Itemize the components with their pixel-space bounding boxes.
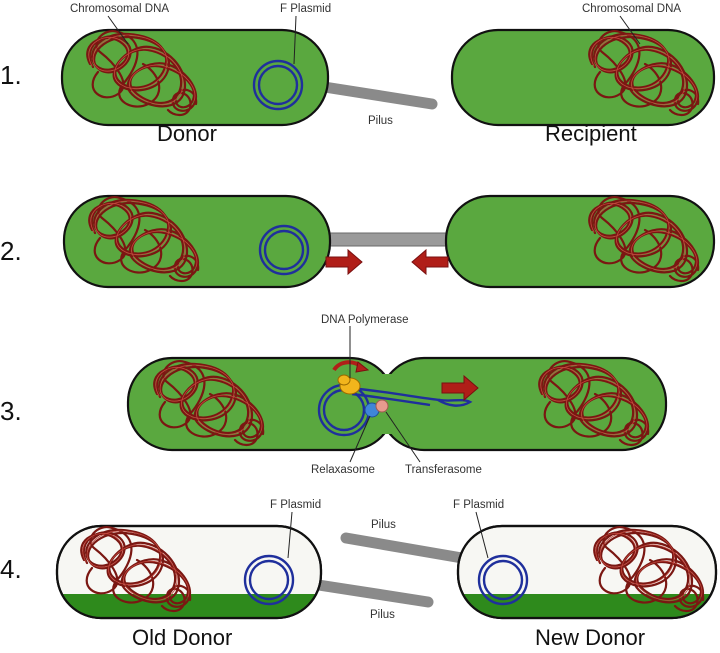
transferasome-icon (375, 399, 389, 413)
pilus-step-4-bottom (306, 578, 434, 608)
leader-line (475, 511, 489, 559)
label-f-plasmid-new-donor: F Plasmid (453, 499, 504, 511)
pilus-step-4-top (340, 532, 468, 564)
label-chromosomal-dna-left: Chromosomal DNA (70, 3, 169, 15)
leader-line (619, 15, 641, 45)
arrow-icon (411, 248, 449, 276)
step-number-2: 2. (0, 236, 22, 266)
transferred-strand (351, 392, 431, 407)
recipient-cell-step-2 (444, 194, 716, 289)
leader-line (107, 15, 129, 45)
label-pilus-step-4-top: Pilus (371, 519, 396, 531)
transferred-strand (349, 386, 473, 407)
arrow-icon (355, 361, 370, 373)
label-old-donor: Old Donor (132, 625, 232, 650)
label-recipient: Recipient (545, 121, 637, 146)
step-number-3: 3. (0, 396, 22, 426)
pilus-step-2 (311, 232, 463, 247)
leader-line (349, 415, 371, 463)
leader-line (385, 411, 421, 463)
label-transferasome: Transferasome (405, 464, 482, 476)
step-number-4: 4. (0, 554, 22, 584)
old-donor-cell-outline (55, 524, 323, 620)
step-number-1: 1. (0, 60, 22, 90)
leader-line (293, 15, 297, 65)
pilus-step-1 (312, 80, 438, 110)
label-new-donor: New Donor (535, 625, 645, 650)
recipient-cell-step-1 (450, 28, 716, 127)
new-donor-cell-outline (456, 524, 718, 620)
label-donor: Donor (157, 121, 217, 146)
arrow-icon (325, 249, 363, 275)
dna-polymerase-icon (337, 374, 351, 386)
leader-line (287, 511, 293, 559)
label-relaxasome: Relaxasome (311, 464, 375, 476)
label-dna-polymerase: DNA Polymerase (321, 314, 409, 326)
label-pilus-step-1: Pilus (368, 115, 393, 127)
label-f-plasmid-step-1: F Plasmid (280, 3, 331, 15)
label-pilus-step-4-bottom: Pilus (370, 609, 395, 621)
label-f-plasmid-old-donor: F Plasmid (270, 499, 321, 511)
label-chromosomal-dna-right: Chromosomal DNA (582, 3, 681, 15)
